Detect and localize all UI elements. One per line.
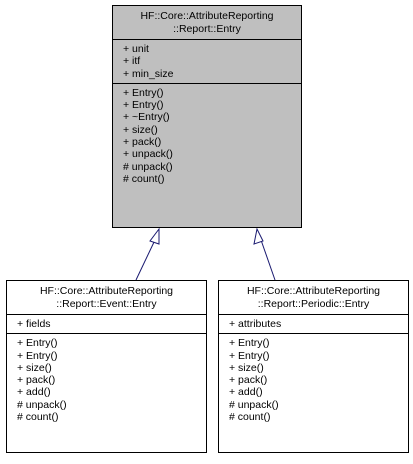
method-item[interactable]: # unpack() <box>123 160 173 173</box>
derived-class-title-line: HF::Core::AttributeReporting <box>39 285 174 297</box>
method-item[interactable]: # count() <box>229 411 271 424</box>
method-item[interactable]: + Entry() <box>17 349 58 362</box>
method-item[interactable]: + size() <box>229 361 264 374</box>
attribute-item[interactable]: + fields <box>17 318 51 330</box>
base-class-box[interactable]: HF::Core::AttributeReporting ::Report::E… <box>112 5 302 228</box>
inheritance-arrow-periodic <box>253 227 264 245</box>
derived-class-title: HF::Core::AttributeReporting ::Report::E… <box>7 281 206 314</box>
method-item[interactable]: + Entry() <box>123 99 164 112</box>
method-item[interactable]: + Entry() <box>229 337 270 350</box>
base-class-title-line: HF::Core::AttributeReporting <box>140 10 274 22</box>
base-class-attributes: + unit + itf + min_size <box>113 39 301 83</box>
inheritance-edge-event <box>135 239 156 281</box>
method-item[interactable]: + Entry() <box>17 337 58 350</box>
method-item[interactable]: + Entry() <box>229 349 270 362</box>
method-item[interactable]: + pack() <box>123 136 162 149</box>
derived-class-title-line: ::Report::Event::Entry <box>56 298 157 310</box>
method-item[interactable]: # unpack() <box>229 398 279 411</box>
inheritance-arrow-event <box>149 227 160 245</box>
method-item[interactable]: + pack() <box>17 374 56 387</box>
derived-class-attributes: + attributes <box>219 314 408 333</box>
method-item[interactable]: + ~Entry() <box>123 111 170 124</box>
method-item[interactable]: + Entry() <box>123 86 164 99</box>
attribute-item[interactable]: + min_size <box>123 67 174 80</box>
inheritance-edge-periodic <box>260 239 276 281</box>
method-item[interactable]: + pack() <box>229 374 268 387</box>
attribute-item[interactable]: + unit <box>123 43 149 55</box>
attribute-item[interactable]: + itf <box>123 55 141 68</box>
derived-class-box-event[interactable]: HF::Core::AttributeReporting ::Report::E… <box>6 280 207 453</box>
base-class-methods: + Entry() + Entry() + ~Entry() + size() … <box>113 82 301 188</box>
derived-class-title: HF::Core::AttributeReporting ::Report::P… <box>219 281 408 314</box>
base-class-title-line: ::Report::Entry <box>173 23 241 35</box>
method-item[interactable]: # unpack() <box>17 398 67 411</box>
derived-class-title-line: HF::Core::AttributeReporting <box>246 285 381 297</box>
derived-class-methods: + Entry() + Entry() + size() + pack() + … <box>7 333 206 426</box>
derived-class-methods: + Entry() + Entry() + size() + pack() + … <box>219 333 408 426</box>
derived-class-attributes: + fields <box>7 314 206 333</box>
method-item[interactable]: # count() <box>123 172 165 185</box>
derived-class-title-line: ::Report::Periodic::Entry <box>257 298 370 310</box>
method-item[interactable]: # count() <box>17 411 59 424</box>
method-item[interactable]: + add() <box>17 386 51 399</box>
attribute-item[interactable]: + attributes <box>229 318 282 330</box>
method-item[interactable]: + add() <box>229 386 263 399</box>
derived-class-box-periodic[interactable]: HF::Core::AttributeReporting ::Report::P… <box>218 280 409 453</box>
base-class-title: HF::Core::AttributeReporting ::Report::E… <box>113 6 301 39</box>
method-item[interactable]: + size() <box>123 123 158 136</box>
method-item[interactable]: + size() <box>17 361 52 374</box>
method-item[interactable]: + unpack() <box>123 148 173 161</box>
